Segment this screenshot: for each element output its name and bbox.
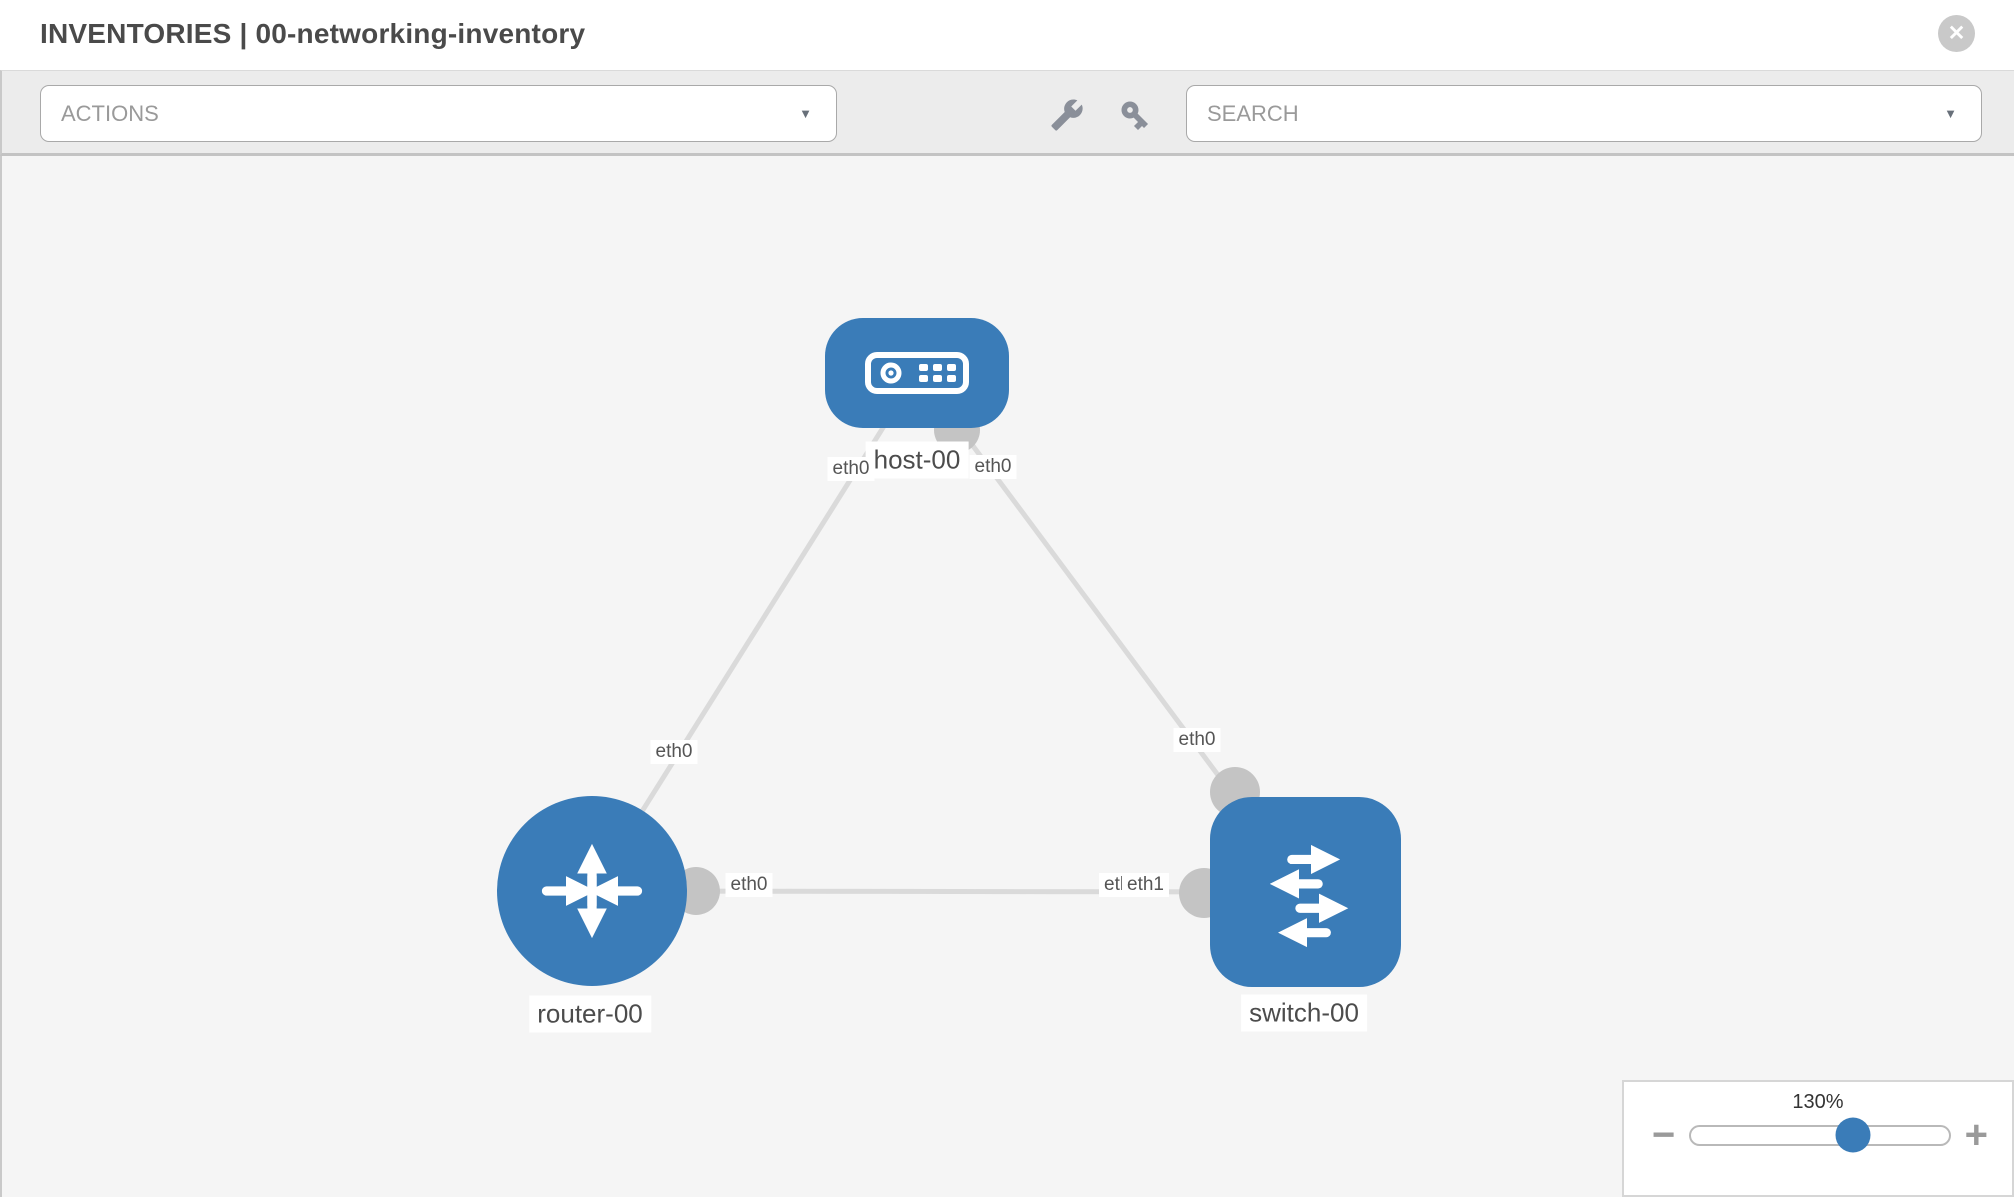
host-icon xyxy=(865,352,969,394)
switch-icon xyxy=(1269,844,1348,948)
interface-label-switch-eth1: eth1 xyxy=(1122,873,1169,897)
router-icon xyxy=(541,843,643,939)
node-label-host: host-00 xyxy=(865,441,969,479)
topology-edges-layer xyxy=(589,370,1308,918)
interface-label-link-eth0: eth0 xyxy=(725,873,773,897)
zoom-in-icon[interactable]: + xyxy=(1964,1113,1988,1157)
interface-label-host-eth0-left: eth0 xyxy=(827,457,875,481)
wrench-icon[interactable] xyxy=(1050,98,1084,132)
search-dropdown[interactable]: SEARCH ▼ xyxy=(1186,85,1982,142)
key-icon[interactable] xyxy=(1118,98,1152,132)
zoom-slider-track[interactable] xyxy=(1689,1117,1951,1153)
toolbar: ACTIONS ▼ SEARCH ▼ xyxy=(0,70,2014,156)
node-router-00[interactable] xyxy=(497,796,687,986)
chevron-down-icon: ▼ xyxy=(1944,106,1957,121)
interface-label-host-eth0-right: eth0 xyxy=(969,455,1017,479)
zoom-percentage: 130% xyxy=(1792,1091,1844,1113)
interface-label-switch-eth0-top: eth0 xyxy=(1173,728,1221,752)
actions-dropdown-label: ACTIONS xyxy=(61,101,159,126)
page-title: INVENTORIES | 00-networking-inventory xyxy=(40,18,586,49)
node-label-switch: switch-00 xyxy=(1241,994,1367,1032)
node-label-router: router-00 xyxy=(529,995,651,1033)
zoom-slider-row: − + xyxy=(1624,1113,2012,1157)
node-switch-00[interactable] xyxy=(1210,797,1401,987)
zoom-panel: 130% − + xyxy=(1622,1080,2014,1197)
search-dropdown-label: SEARCH xyxy=(1207,101,1299,126)
close-icon[interactable]: ✕ xyxy=(1938,15,1975,52)
zoom-slider-handle[interactable] xyxy=(1835,1117,1871,1153)
interface-label-router-eth0-top: eth0 xyxy=(650,740,698,764)
topology-canvas[interactable]: host-00 router-00 switch-00 eth0 eth0 et… xyxy=(0,156,2014,1197)
zoom-out-icon[interactable]: − xyxy=(1652,1113,1676,1157)
node-host-00[interactable] xyxy=(825,318,1009,428)
actions-dropdown[interactable]: ACTIONS ▼ xyxy=(40,85,837,142)
chevron-down-icon: ▼ xyxy=(799,106,812,121)
header: INVENTORIES | 00-networking-inventory ✕ xyxy=(0,0,2014,70)
